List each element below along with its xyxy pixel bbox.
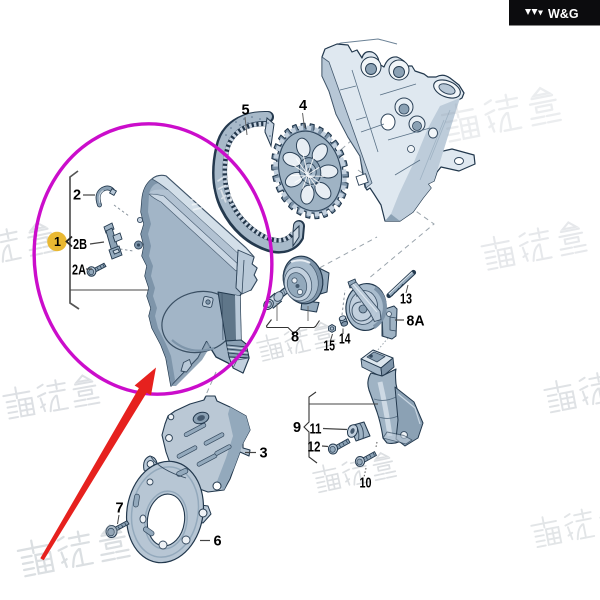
svg-text:10: 10 xyxy=(360,476,372,492)
svg-text:2: 2 xyxy=(73,188,81,204)
svg-text:8: 8 xyxy=(291,330,299,346)
svg-text:1: 1 xyxy=(54,235,61,249)
svg-text:11: 11 xyxy=(310,422,322,438)
svg-text:8A: 8A xyxy=(407,314,426,330)
svg-text:5: 5 xyxy=(242,103,250,119)
svg-text:3: 3 xyxy=(260,446,268,462)
svg-text:4: 4 xyxy=(299,98,307,114)
svg-text:2B: 2B xyxy=(73,237,87,253)
svg-text:W&G: W&G xyxy=(548,7,579,21)
svg-text:6: 6 xyxy=(214,534,222,550)
svg-text:14: 14 xyxy=(339,332,351,348)
svg-text:7: 7 xyxy=(116,501,124,517)
svg-text:15: 15 xyxy=(324,339,336,355)
svg-text:12: 12 xyxy=(308,440,321,456)
svg-text:13: 13 xyxy=(400,292,412,308)
svg-text:2A: 2A xyxy=(72,263,86,279)
svg-text:9: 9 xyxy=(293,420,301,436)
